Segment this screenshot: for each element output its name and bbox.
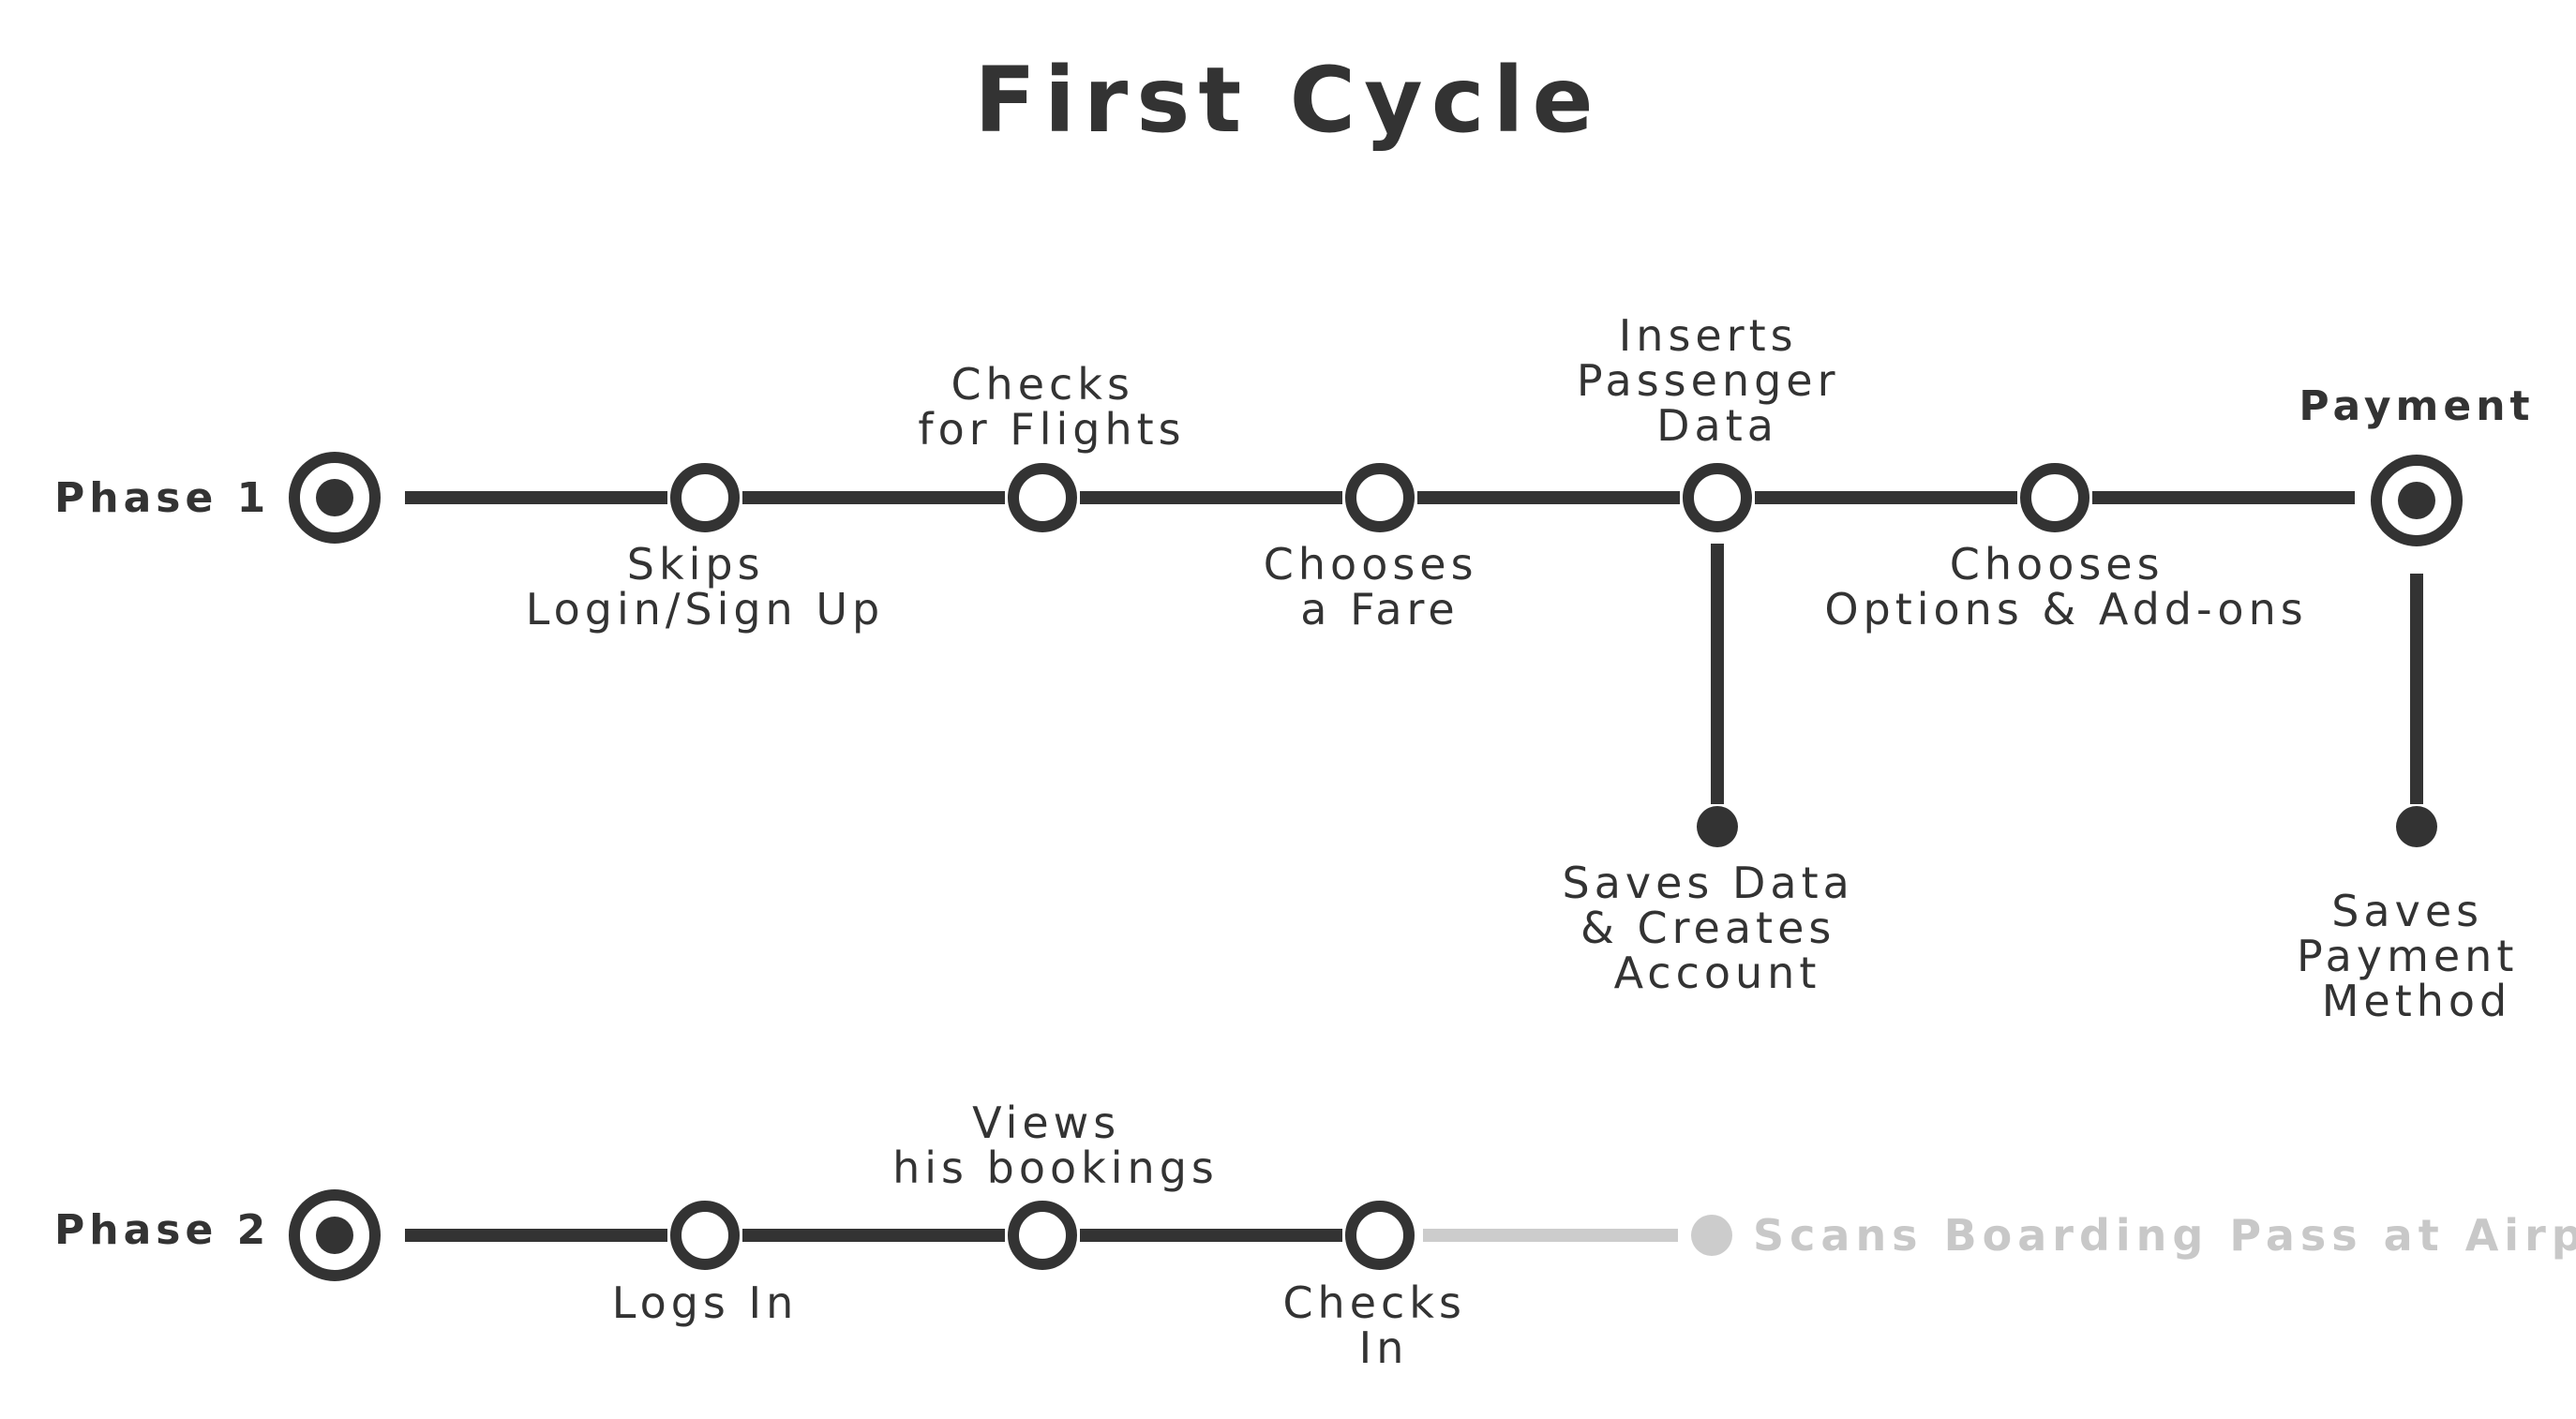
step-label-checks-in: Checks In <box>1282 1277 1484 1373</box>
step-label-views-bookings: Views his bookings <box>892 1098 1219 1193</box>
step-node-logs-in <box>670 1201 740 1270</box>
step-label-logs-in: Logs In <box>612 1277 798 1328</box>
branch-dot-account <box>1697 806 1738 847</box>
step-node-inserts-passenger <box>1683 463 1752 532</box>
step-node-skips-login <box>670 463 740 532</box>
phase-1-end-node <box>2371 455 2463 546</box>
step-label-checks-flights: Checks for Flights <box>918 359 1185 455</box>
phase-1-label: Phase 1 <box>54 474 270 522</box>
step-node-checks-in <box>1345 1201 1415 1270</box>
step-node-checks-flights <box>1008 463 1077 532</box>
phase-2-start-node <box>289 1189 381 1281</box>
branch-label-account: Saves Data & Creates Account <box>1563 858 1873 998</box>
step-node-chooses-options <box>2020 463 2089 532</box>
step-label-skips-login: Skips Login/Sign Up <box>526 539 884 635</box>
page-title: First Cycle <box>974 48 1601 153</box>
phase-2-label: Phase 2 <box>54 1206 270 1254</box>
branch-dot-payment <box>2396 806 2437 847</box>
branch-label-payment-method: Saves Payment Method <box>2297 886 2537 1026</box>
phase-1-start-node <box>289 452 381 544</box>
step-node-chooses-fare <box>1345 463 1415 532</box>
step-node-scans-pass <box>1691 1215 1732 1256</box>
step-label-chooses-fare: Chooses a Fare <box>1264 539 1496 635</box>
step-node-views-bookings <box>1008 1201 1077 1270</box>
step-label-scans-pass: Scans Boarding Pass at Airport <box>1753 1210 2576 1261</box>
step-label-chooses-options: Chooses Options & Add-ons <box>1824 539 2307 635</box>
step-label-inserts-passenger: Inserts Passenger Data <box>1577 310 1858 451</box>
step-label-payment: Payment <box>2299 382 2534 430</box>
